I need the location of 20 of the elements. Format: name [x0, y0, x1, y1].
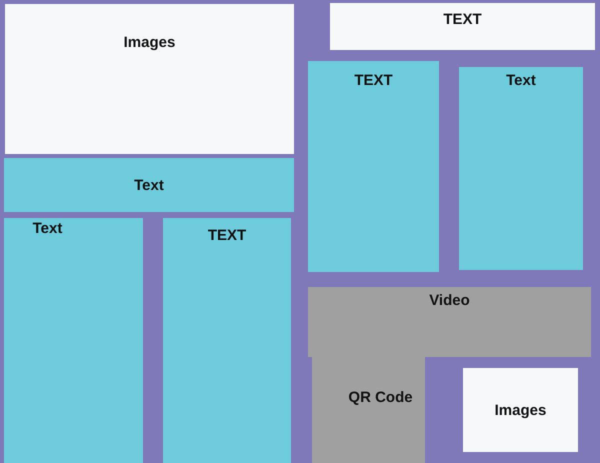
layout-panel — [308, 287, 591, 357]
layout-panel — [463, 368, 578, 452]
layout-panel — [4, 218, 143, 463]
panel-label: TEXT — [443, 11, 482, 28]
panel-label: TEXT — [208, 227, 246, 244]
layout-panel — [5, 4, 294, 154]
panel-label: Video — [429, 292, 470, 309]
layout-panel — [4, 158, 294, 212]
panel-label: Images — [124, 34, 176, 51]
panel-label: Text — [134, 176, 164, 194]
panel-label: Text — [32, 220, 62, 237]
layout-panel — [163, 218, 291, 463]
panel-label: Text — [506, 72, 536, 89]
panel-label: Images — [494, 402, 546, 418]
layout-panel — [459, 67, 583, 270]
panel-label: QR Code — [348, 389, 413, 406]
panel-label: TEXT — [354, 72, 393, 89]
layout-panel — [312, 357, 425, 463]
layout-panel — [330, 3, 595, 50]
layout-panel — [308, 61, 439, 272]
